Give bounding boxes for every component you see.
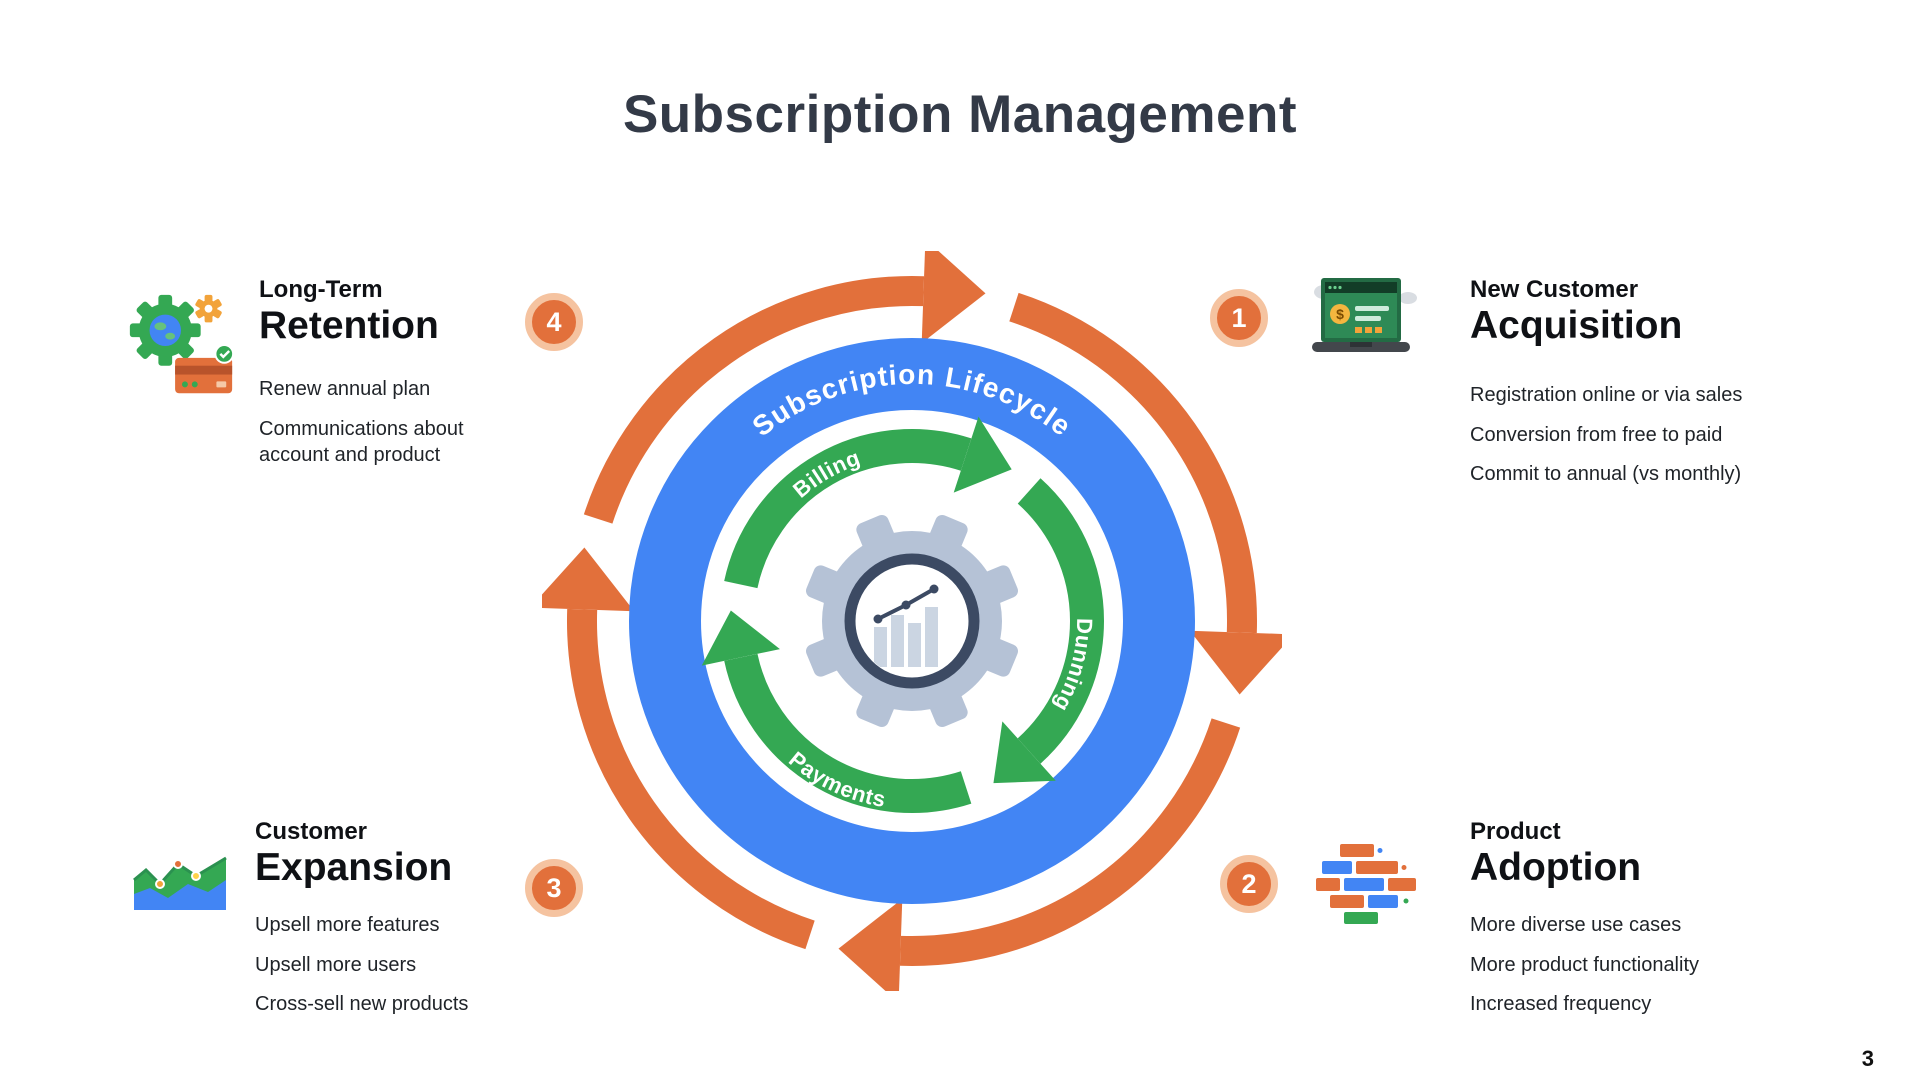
bullet: More diverse use cases [1470,914,1682,937]
quadrant-subtitle: Product [1470,818,1561,845]
bullet: Commit to annual (vs monthly) [1470,463,1742,486]
bullet: More product functionality [1470,953,1700,976]
bullet: Communications about account and product [259,417,464,467]
bullet: Renew annual plan [259,378,431,401]
bar-chart-icon [873,584,939,667]
bullet: Upsell more features [255,914,440,937]
bullet: Upsell more users [255,953,417,976]
quadrant-subtitle: Customer [255,818,368,845]
dollar-glyph: $ [1336,306,1344,322]
bullet-list: More diverse use cases More product func… [1470,912,1850,1017]
quadrant-retention: Long-Term Retention Renew annual plan Co… [259,276,559,482]
acquisition-laptop-icon: $ [1312,278,1417,352]
quadrant-subtitle: New Customer [1470,276,1639,303]
expansion-chart-icon [133,856,227,910]
page-title: Subscription Management [622,85,1298,144]
cycle-arrow-icon [542,547,815,950]
bullet: Increased frequency [1470,993,1652,1016]
quadrant-title: Retention [259,303,439,347]
quadrant-acquisition: New Customer Acquisition Registration on… [1470,276,1850,501]
outer-cycle-arrows [542,251,1282,991]
quadrant-title: Acquisition [1470,303,1683,347]
payments-arrow-icon [701,610,972,814]
step-badge-1: 1 [1210,289,1268,347]
inner-cycle-arrows [701,416,1104,814]
step-badge-4: 4 [525,293,583,351]
gear-chart-icon [806,515,1018,727]
retention-gears-icon [129,294,235,394]
bullet: Registration online or via sales [1470,384,1743,407]
dunning-arrow-icon [993,478,1104,784]
bullet: Conversion from free to paid [1470,423,1723,446]
step-badge-3: 3 [525,859,583,917]
page-number: 3 [1861,1046,1874,1071]
lifecycle-diagram: Subscription Lifecycle Billing Dunning [542,251,1282,991]
quadrant-subtitle: Long-Term [259,276,383,303]
billing-arrow-icon [724,416,1012,589]
adoption-bricks-icon [1316,844,1416,924]
bullet-list: Renew annual plan Communications about a… [259,376,514,468]
quadrant-expansion: Customer Expansion Upsell more features … [255,818,585,1031]
bullet-list: Registration online or via sales Convers… [1470,382,1850,487]
quadrant-title: Expansion [255,845,453,889]
bullet: Cross-sell new products [255,993,469,1016]
quadrant-title: Adoption [1470,845,1642,889]
cycle-arrow-icon [583,251,986,524]
step-badge-2: 2 [1220,855,1278,913]
bullet-list: Upsell more features Upsell more users C… [255,912,585,1017]
quadrant-adoption: Product Adoption More diverse use cases … [1470,818,1850,1031]
cycle-arrow-icon [838,718,1241,991]
cycle-arrow-icon [1009,292,1282,695]
